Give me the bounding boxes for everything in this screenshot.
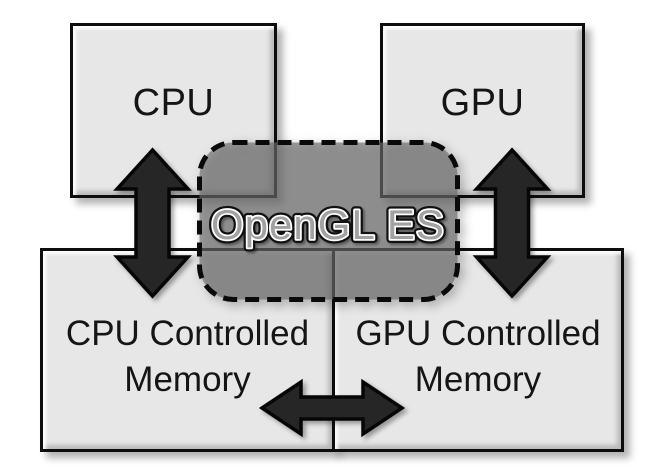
gpu-memory-label-line1: GPU Controlled [355, 314, 601, 353]
cpu-label: CPU [132, 82, 215, 124]
opengl-es-label: OpenGL ES [211, 201, 445, 248]
opengl-es-overlay-box [197, 140, 460, 302]
cpu-box: CPU [70, 23, 277, 198]
cpu-memory-label-line1: CPU Controlled [65, 314, 310, 353]
cpu-to-cpu-memory-arrow [113, 147, 192, 299]
gpu-memory-label-line2: Memory [414, 360, 542, 399]
gpu-label: GPU [440, 82, 525, 124]
gpu-to-gpu-memory-arrow [472, 147, 552, 299]
cpu-memory-label-line2: Memory [124, 360, 251, 399]
gpu-box: GPU [380, 23, 585, 198]
gpu-memory-label: GPU Controlled Memory [355, 297, 600, 403]
opengl-es-label-outline: OpenGL ES [211, 201, 445, 248]
cpu-memory-label: CPU Controlled Memory [66, 297, 309, 403]
cpu-memory-to-gpu-memory-arrow [258, 378, 406, 438]
